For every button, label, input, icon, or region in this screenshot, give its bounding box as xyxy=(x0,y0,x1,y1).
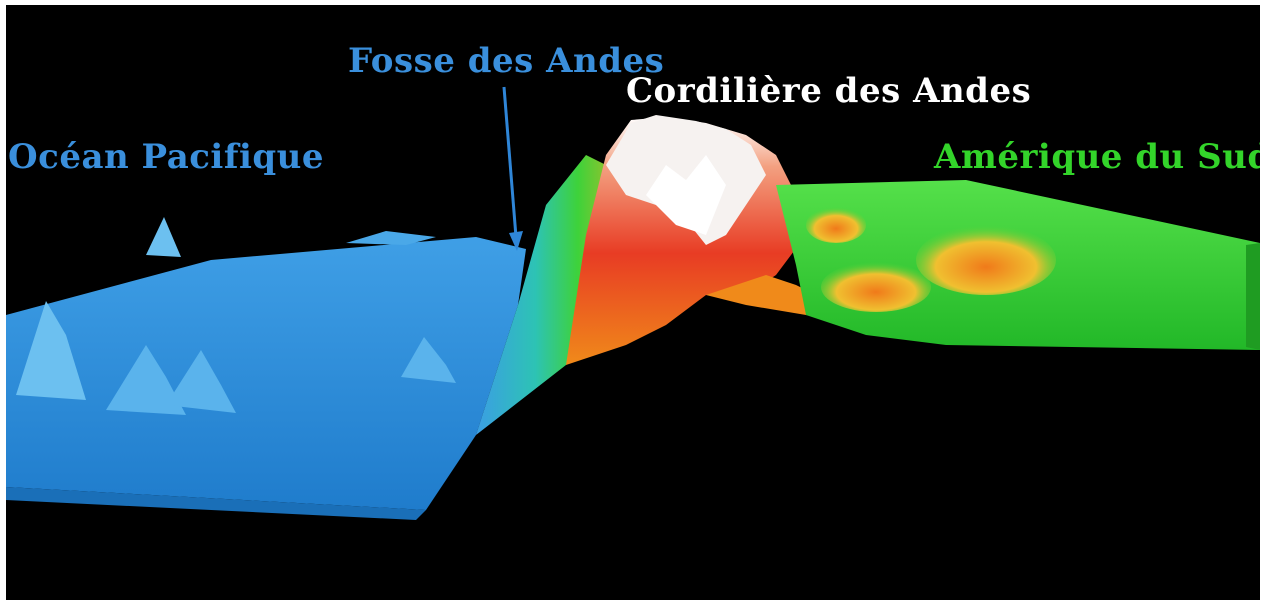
arrow-down-icon xyxy=(502,86,523,251)
trench-label: Fosse des Andes xyxy=(348,41,665,81)
relief-scene: Océan Pacifique Fosse des Andes Cordiliè… xyxy=(6,5,1260,600)
relief-illustration xyxy=(6,86,1260,520)
ocean-floor xyxy=(6,217,526,520)
ocean-label: Océan Pacifique xyxy=(8,137,325,177)
south-america-land xyxy=(776,180,1260,350)
andes-range xyxy=(566,115,866,365)
continent-label: Amérique du Sud xyxy=(934,137,1260,177)
cordillera-label: Cordilière des Andes xyxy=(626,71,1032,111)
